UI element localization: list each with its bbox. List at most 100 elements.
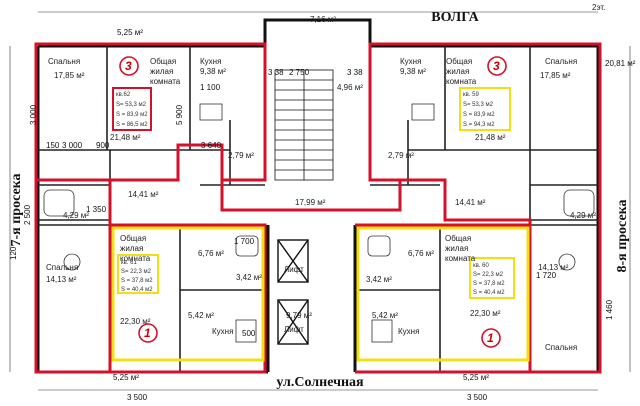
street-top-label: ВОЛГА xyxy=(431,10,479,25)
room-area: 14,41 м² xyxy=(128,190,159,199)
room-name: Спальня xyxy=(46,263,78,272)
street-left-label: 7-я просека xyxy=(9,173,24,246)
card-line: кв.62 xyxy=(116,92,131,98)
room-area: 6,76 м² xyxy=(198,249,224,258)
room-area: 4,29 м² xyxy=(570,211,596,220)
card-line: S = 86,5 м2 xyxy=(116,122,148,128)
dimension: 1 460 xyxy=(605,299,614,320)
corridor-area: 17,99 м² xyxy=(295,198,326,207)
dimension: 3 38 xyxy=(268,68,284,77)
room-name: Спальня xyxy=(545,57,577,66)
stair-top-dim: 7,16 м² xyxy=(310,15,336,24)
lift-label: Лифт xyxy=(284,325,304,334)
dimension: 1 700 xyxy=(234,237,255,246)
dimension: 5,25 м² xyxy=(117,28,143,37)
stair-flight xyxy=(274,69,334,181)
card-line: S = 37,8 м2 xyxy=(121,278,153,284)
floor-label: 2эт. xyxy=(592,3,605,12)
room-name: жилая xyxy=(446,67,469,76)
card-line: S = 40,4 м2 xyxy=(473,290,505,296)
dimension: 150 xyxy=(46,141,60,150)
apartment-number: 3 xyxy=(493,59,500,73)
apartment-number-circles xyxy=(119,56,507,348)
dimension: 900 xyxy=(96,141,110,150)
room-area: 5,42 м² xyxy=(372,311,398,320)
lift-shafts xyxy=(277,239,309,345)
card-frames xyxy=(112,87,515,299)
room-area: 14,41 м² xyxy=(455,198,486,207)
dimension: 3 000 xyxy=(62,141,83,150)
card-line: S = 94,3 м2 xyxy=(463,122,495,128)
room-name: комната xyxy=(120,254,151,263)
dimension: 3 500 xyxy=(467,393,488,402)
room-area: 4,29 м² xyxy=(63,211,89,220)
dimension: 3 640 xyxy=(201,141,222,150)
dimension: 5 900 xyxy=(175,104,184,125)
apartment-number: 1 xyxy=(487,331,494,345)
card-line: кв. 61 xyxy=(121,260,137,266)
stair-area: 4,96 м² xyxy=(337,83,363,92)
dimension: 1 100 xyxy=(200,83,221,92)
room-area: 14,13 м² xyxy=(538,263,569,272)
dimension: 120 xyxy=(9,246,18,260)
room-name: Кухня xyxy=(212,327,233,336)
room-area: 3,42 м² xyxy=(366,275,392,284)
card-line: кв. 60 xyxy=(473,263,489,269)
room-area: 3,42 м² xyxy=(236,273,262,282)
room-name: жилая xyxy=(120,244,143,253)
dimension-lines xyxy=(9,11,631,391)
apartment-outline-yellow xyxy=(111,226,530,362)
dimension: 3 000 xyxy=(29,104,38,125)
room-area: 9,38 м² xyxy=(200,67,226,76)
dimension: 2 750 xyxy=(289,68,310,77)
room-area: 17,85 м² xyxy=(540,71,571,80)
apartment-outline-kv59 xyxy=(368,42,602,374)
room-area: 5,42 м² xyxy=(188,311,214,320)
card-line: кв. 59 xyxy=(463,92,479,98)
room-name: Спальня xyxy=(48,57,80,66)
room-name: Общая xyxy=(445,234,471,243)
card-line: S= 53,3 м2 xyxy=(463,102,494,108)
dimension: 5,25 м² xyxy=(463,373,489,382)
room-area: 6,76 м² xyxy=(408,249,434,258)
room-name: жилая xyxy=(445,244,468,253)
lift-hall-area: 9,79 м² xyxy=(286,311,312,320)
card-line: S = 37,8 м2 xyxy=(473,281,505,287)
dimension: 1 350 xyxy=(86,205,107,214)
room-name: Спальня xyxy=(545,343,577,352)
dimension: 20,81 м² xyxy=(605,59,636,68)
apartment-outline-lower xyxy=(34,178,532,374)
room-area: 22,30 м² xyxy=(120,317,151,326)
room-area: 2,79 м² xyxy=(388,151,414,160)
room-name: комната xyxy=(445,254,476,263)
room-name: комната xyxy=(150,77,181,86)
room-area: 21,48 м² xyxy=(110,133,141,142)
room-name: комната xyxy=(446,77,477,86)
lift-label: Лифт xyxy=(284,265,304,274)
room-name: Кухня xyxy=(398,327,419,336)
room-name: Кухня xyxy=(200,57,221,66)
card-line: S= 53,3 м2 xyxy=(116,102,147,108)
dimension: 500 xyxy=(242,329,256,338)
dimension: 3 500 xyxy=(127,393,148,402)
room-area: 9,38 м² xyxy=(400,67,426,76)
room-name: Общая xyxy=(150,57,176,66)
fixtures xyxy=(43,103,595,343)
dimension: 3 38 xyxy=(347,68,363,77)
card-line: S = 40,4 м2 xyxy=(121,287,153,293)
apartment-number: 3 xyxy=(125,59,132,73)
card-line: S= 22,3 м2 xyxy=(121,269,152,275)
dimension: 1 720 xyxy=(536,271,557,280)
room-name: Общая xyxy=(120,234,146,243)
room-area: 2,79 м² xyxy=(228,151,254,160)
street-right-label: 8-я просека xyxy=(615,199,630,272)
apartment-number: 1 xyxy=(144,326,151,340)
room-area: 14,13 м² xyxy=(46,275,77,284)
street-bottom-label: ул.Солнечная xyxy=(276,375,364,390)
card-line: S = 83,9 м2 xyxy=(116,112,148,118)
card-line: S = 83,9 м2 xyxy=(463,112,495,118)
card-line: S= 22,3 м2 xyxy=(473,272,504,278)
room-name: Кухня xyxy=(400,57,421,66)
